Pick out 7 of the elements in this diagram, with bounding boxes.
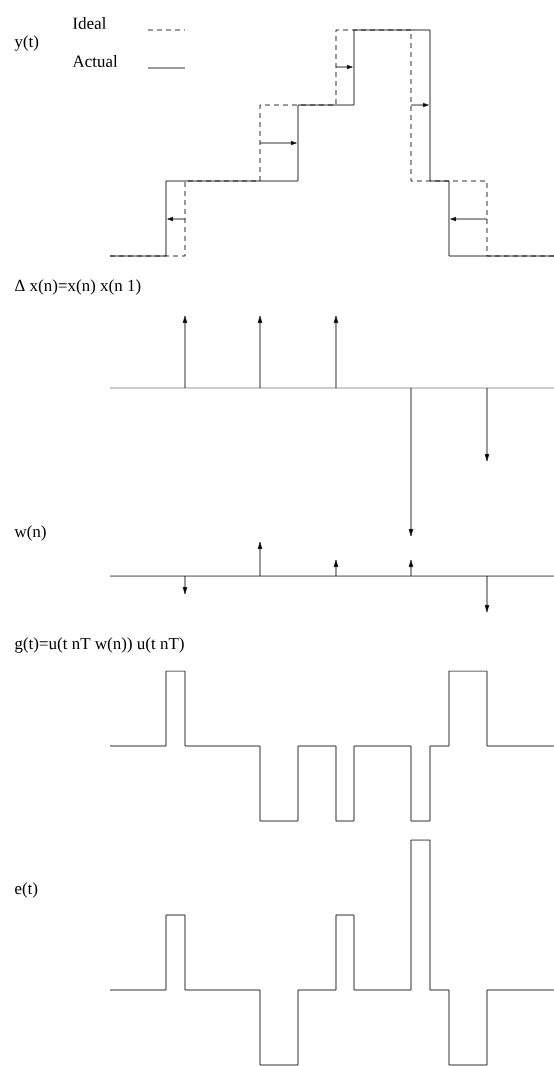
- axis-label: e(t): [15, 882, 38, 898]
- axis-label: w(n): [14, 525, 46, 541]
- legend-label: Actual: [72, 55, 118, 67]
- legend-label: Ideal: [73, 17, 107, 29]
- axis-label: y(t): [14, 35, 39, 51]
- axis-label: g(t)=u(t nT w(n)) u(t nT): [15, 637, 184, 653]
- axis-label: Δ x(n)=x(n) x(n 1): [15, 279, 141, 295]
